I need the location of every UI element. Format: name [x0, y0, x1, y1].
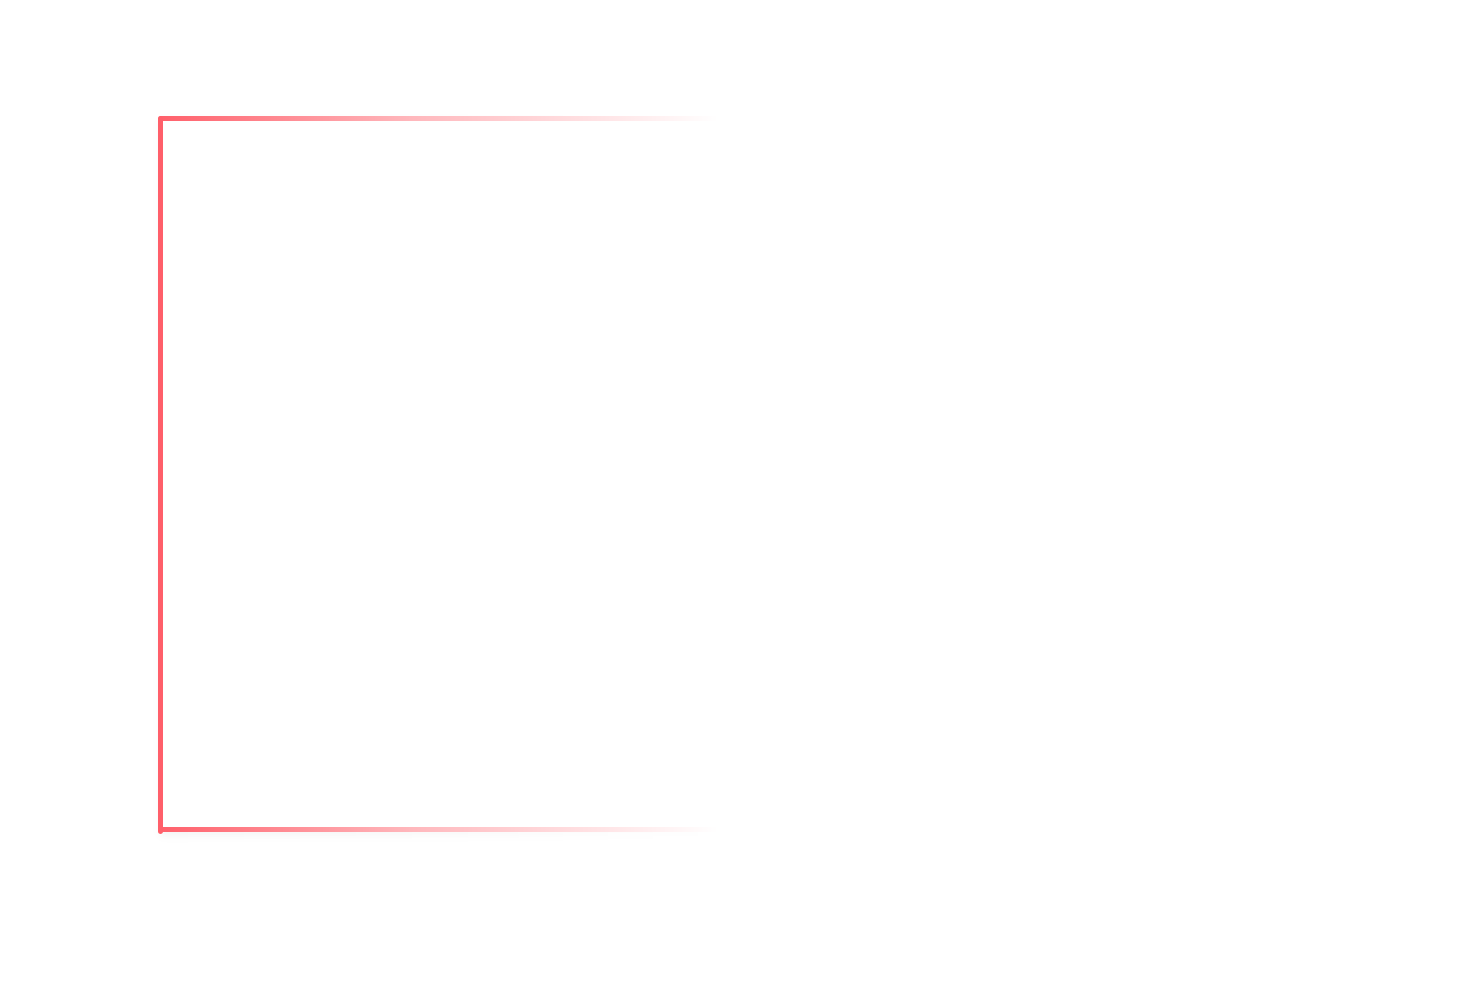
highlight-frame: [158, 116, 723, 836]
frame-edge-top: [158, 116, 718, 121]
frame-content-area: [158, 116, 718, 832]
frame-edge-left: [158, 116, 163, 834]
frame-edge-bottom: [158, 827, 718, 832]
